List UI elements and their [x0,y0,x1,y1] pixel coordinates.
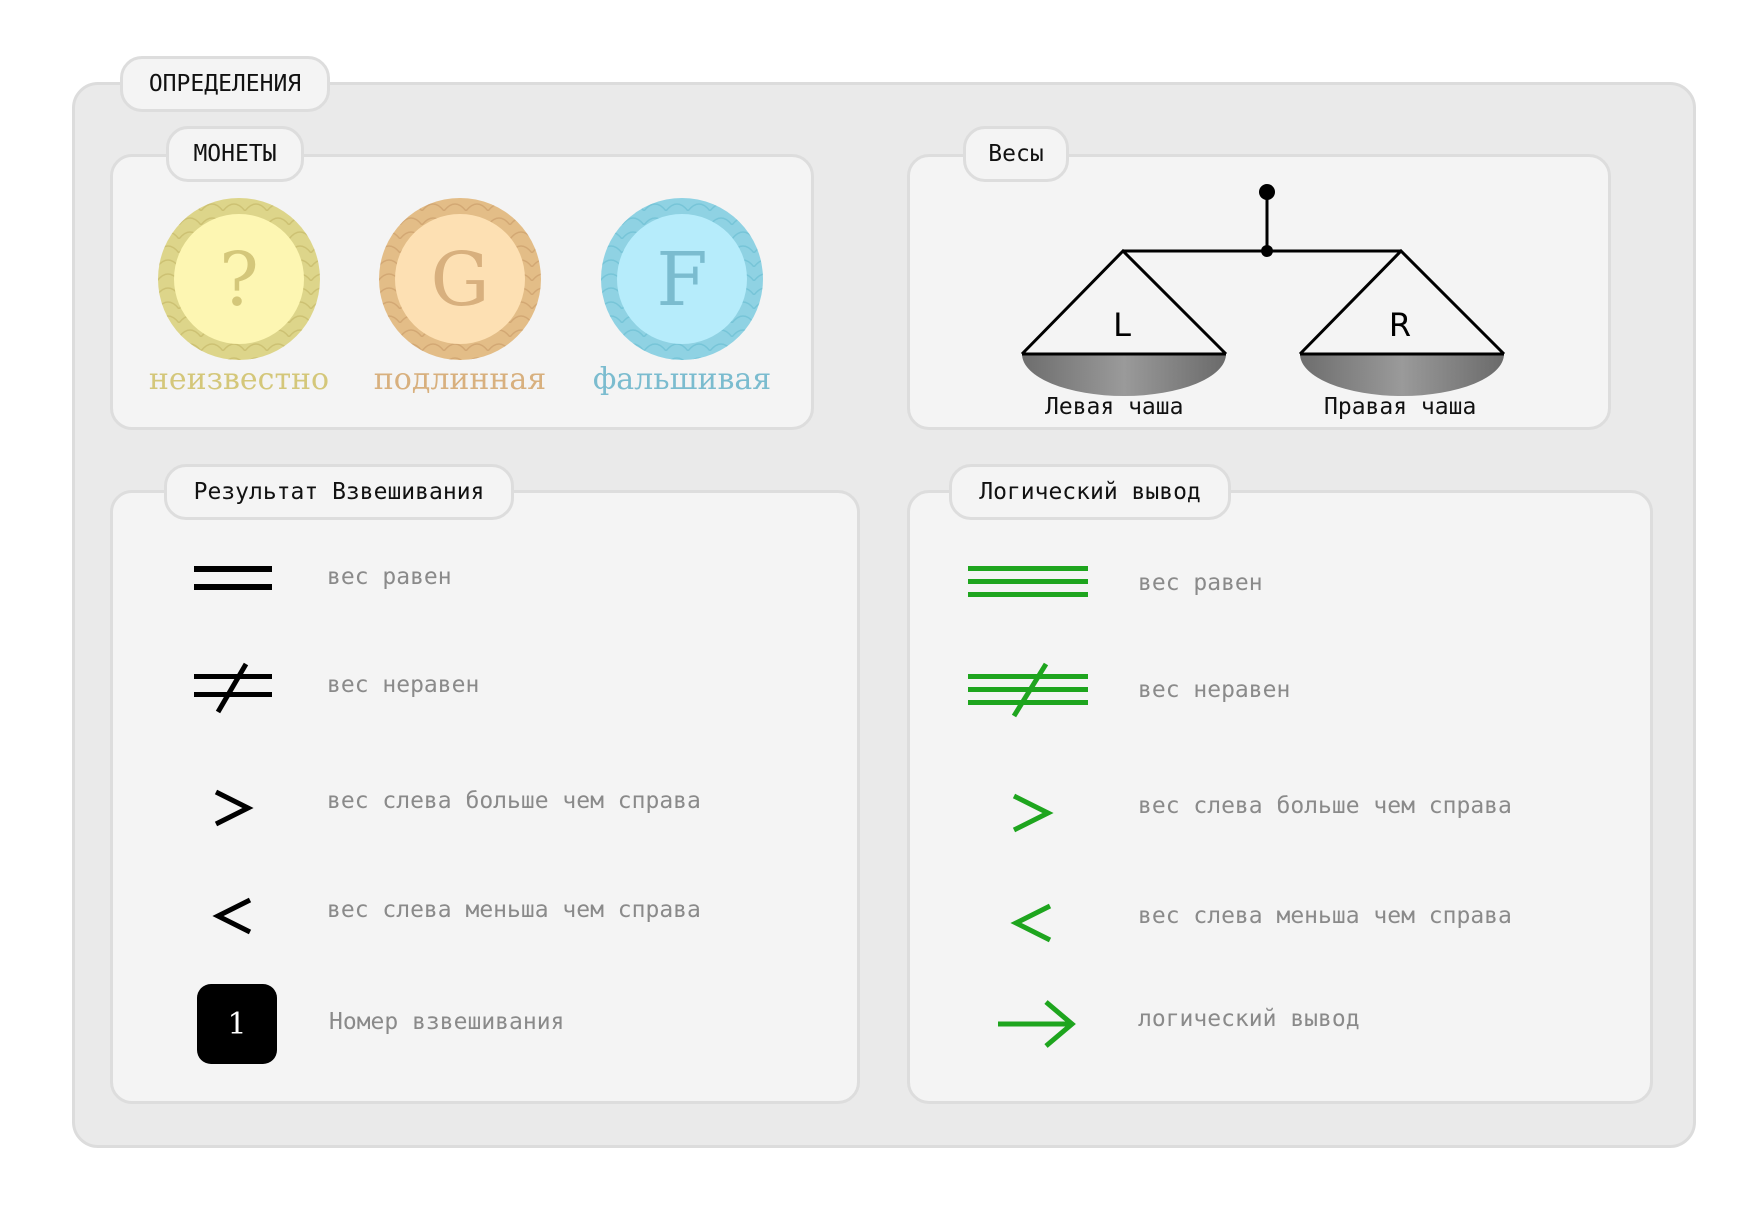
weighing-greater-text: вес слева больше чем справа [327,788,701,814]
weighing-equal-text: вес равен [327,564,452,590]
number-box-icon: 1 [197,984,277,1064]
not-equal-icon [194,662,272,714]
weighing-title: Результат Взвешивания [164,464,514,520]
arrow-right-icon [998,1000,1076,1048]
triple-not-equal-icon [968,662,1088,718]
coin-genuine-letter: G [430,237,489,323]
coin-genuine-label: подлинная [373,362,547,397]
right-pan: R [1298,248,1506,396]
logic-title: Логический вывод [949,464,1231,520]
coin-unknown-icon: ? [158,198,320,360]
coin-fake-icon: F [601,198,763,360]
logic-less-text: вес слева меньша чем справа [1138,903,1512,929]
left-pan: L [1020,248,1228,396]
scales-card [907,154,1611,430]
logic-equal-text: вес равен [1138,570,1263,596]
weighing-not-equal-text: вес неравен [327,672,480,698]
logic-not-equal-text: вес неравен [1138,677,1291,703]
definitions-title: ОПРЕДЕЛЕНИЯ [120,56,330,112]
scales-title: Весы [963,126,1069,182]
logic-arrow-text: логический вывод [1138,1006,1360,1032]
equal-icon [194,566,272,590]
right-pan-letter: R [1389,306,1411,344]
less-icon [212,897,252,935]
coin-fake-letter: F [656,237,707,323]
right-pan-label: Правая чаша [1324,394,1477,420]
greater-icon [214,789,254,827]
triple-equal-icon [968,566,1088,597]
left-pan-label: Левая чаша [1045,394,1184,420]
green-less-icon [1010,903,1052,943]
coin-fake-label: фальшивая [592,362,772,397]
weighing-number-text: Номер взвешивания [329,1009,565,1035]
coin-genuine-icon: G [379,198,541,360]
weighing-less-text: вес слева меньша чем справа [327,897,701,923]
coin-unknown-label: неизвестно [148,362,330,397]
coin-unknown-letter: ? [219,237,259,323]
green-greater-icon [1012,793,1054,833]
left-pan-letter: L [1113,306,1131,344]
balance-scale-diagram: L R [1020,184,1506,396]
coins-title: МОНЕТЫ [166,126,304,182]
logic-greater-text: вес слева больше чем справа [1138,793,1512,819]
